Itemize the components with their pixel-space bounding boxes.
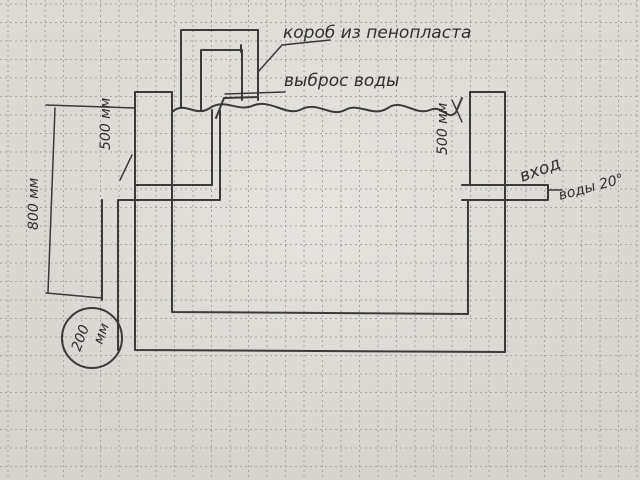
label-height-500-right: 500 мм [435, 102, 451, 155]
dim-500-right-leader [451, 99, 463, 123]
foam-box-leader [257, 39, 331, 73]
label-foam-box: короб из пенопласта [283, 23, 471, 43]
label-inlet-1: вход [517, 153, 564, 186]
foam-box-outer [180, 29, 259, 109]
label-diameter-unit: мм [91, 321, 113, 347]
label-water-outlet: выброс воды [284, 71, 399, 91]
dim-800-line [45, 104, 136, 299]
outer-tank-wall [134, 91, 506, 353]
label-height-800: 800 мм [26, 177, 42, 230]
left-column [134, 91, 173, 101]
return-pipe [101, 199, 119, 351]
label-diameter-value: 200 [69, 323, 93, 354]
label-inlet-2: воды 20° [557, 171, 626, 204]
inner-channel [117, 109, 221, 351]
water-surface-wave [171, 97, 463, 117]
pipe-cross-section [61, 307, 123, 369]
outlet-leader [224, 91, 286, 95]
dim-500-leader [119, 154, 133, 181]
foam-box-inner [200, 44, 243, 111]
outlet-spout [215, 74, 259, 119]
label-height-500-left: 500 мм [98, 97, 114, 150]
inner-tank-wall [171, 99, 469, 315]
inlet-pipe [461, 184, 549, 201]
